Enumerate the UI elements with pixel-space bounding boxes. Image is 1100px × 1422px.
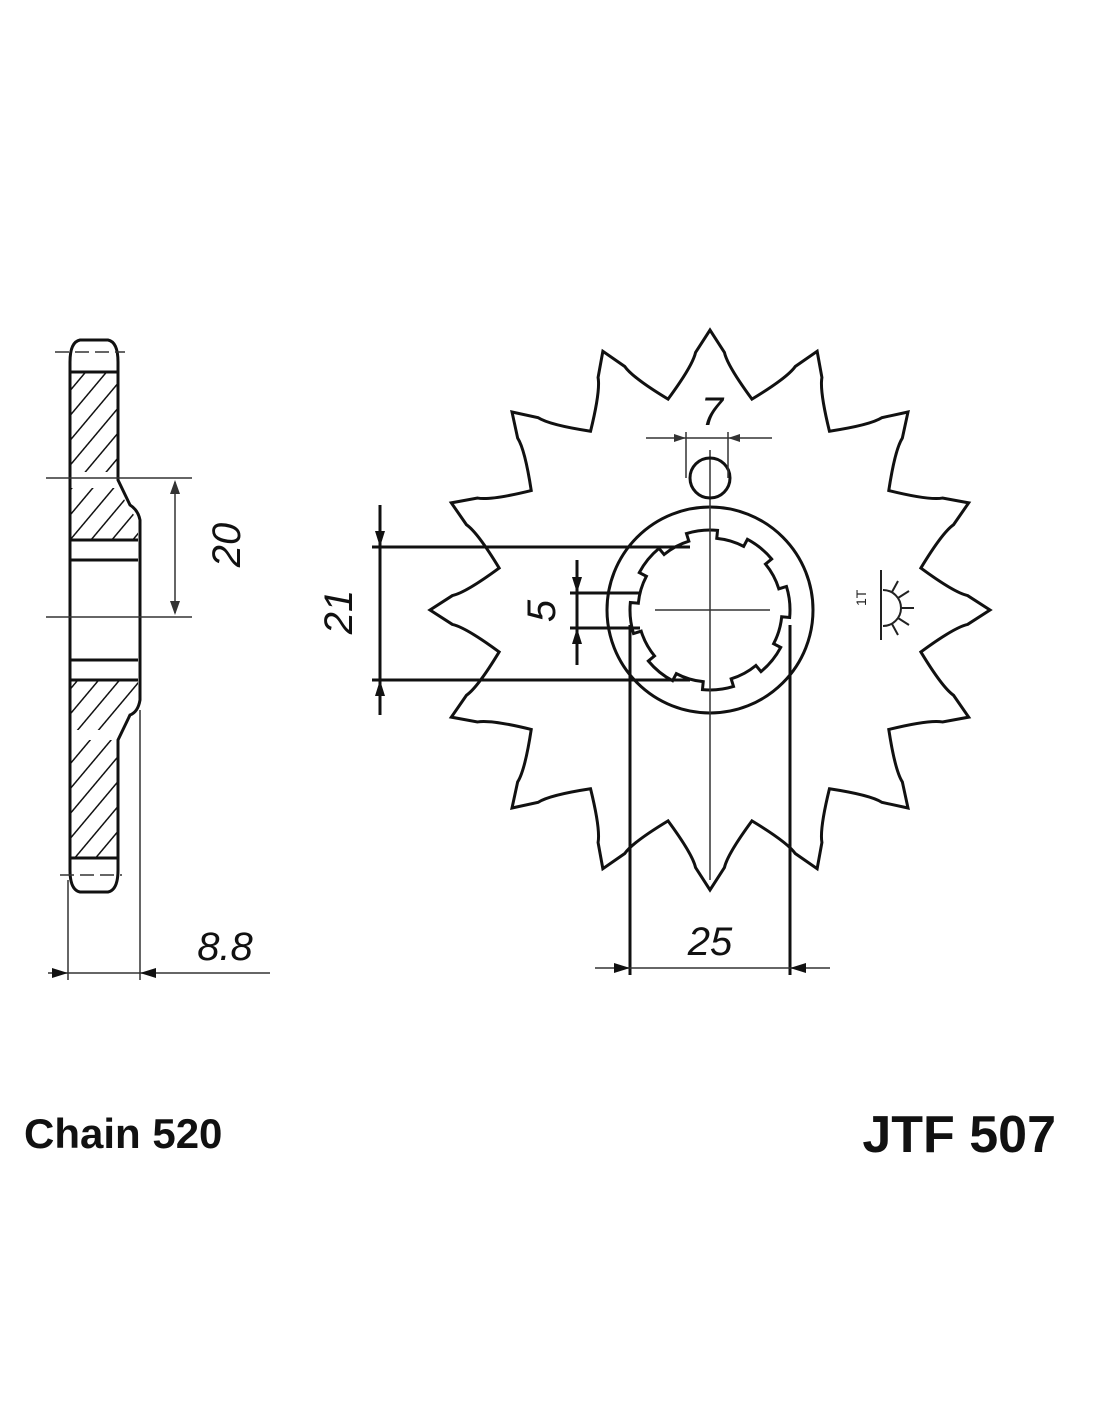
svg-text:1T: 1T bbox=[853, 589, 869, 606]
spline-width-dimension: 5 bbox=[520, 599, 564, 622]
front-view: 7 21 5 25 1T bbox=[317, 327, 993, 975]
spline-height-dimension: 21 bbox=[317, 590, 361, 636]
offset-dimension: 20 bbox=[205, 523, 249, 569]
sprocket-outline bbox=[427, 327, 993, 893]
hatch-hub-top bbox=[70, 488, 138, 540]
hole-dimension: 7 bbox=[701, 390, 725, 434]
spline-bore bbox=[628, 528, 792, 692]
part-number: JTF 507 bbox=[862, 1106, 1056, 1164]
hatch-hub-bottom bbox=[70, 680, 138, 730]
chain-label: Chain 520 bbox=[24, 1110, 222, 1157]
side-view: 20 8.8 bbox=[46, 338, 270, 980]
surface-symbol-icon: 1T bbox=[853, 570, 914, 640]
hatch-bottom bbox=[70, 740, 118, 858]
hatch-top bbox=[70, 372, 118, 472]
hole bbox=[688, 456, 732, 500]
thickness-dimension: 8.8 bbox=[197, 925, 253, 969]
hub-dimension: 25 bbox=[687, 920, 733, 964]
